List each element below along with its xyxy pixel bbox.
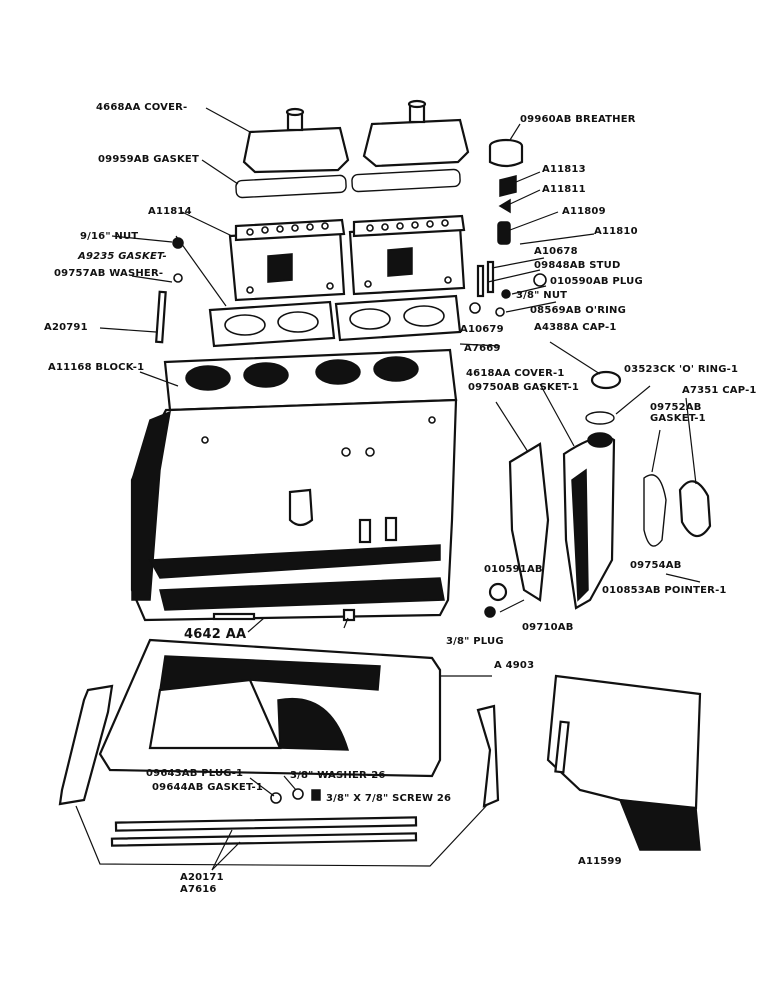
valve-cover-left — [242, 107, 350, 174]
breather-cap — [488, 138, 524, 168]
label-a11810: A11810 — [594, 226, 638, 237]
label-plug-38: 3/8" PLUG — [446, 636, 504, 647]
label-nut-916: 9/16" NUT — [80, 231, 139, 242]
cap-a7351 — [678, 480, 712, 538]
valve-cover-right — [362, 99, 470, 168]
label-a20171: A20171 — [180, 872, 224, 883]
label-a4903: A 4903 — [494, 660, 535, 671]
label-cap-a4388: A4388A CAP-1 — [534, 322, 617, 333]
label-gasket-09752: 09752AB GASKET-1 — [650, 402, 706, 424]
label-plug-010590: 010590AB PLUG — [550, 276, 643, 287]
label-a4642: 4642 AA — [184, 627, 247, 642]
oring-03523 — [585, 411, 615, 425]
label-a11814: A11814 — [148, 206, 192, 217]
cylinder-head-right — [348, 214, 466, 296]
label-washer-09757: 09757AB WASHER- — [54, 268, 164, 279]
label-a10591: 010591AB — [484, 564, 543, 575]
label-gasket-a9235: A9235 GASKET- — [78, 251, 167, 262]
label-breather: 09960AB BREATHER — [520, 114, 636, 125]
gasket-a20171 — [114, 816, 418, 832]
label-cover-4618: 4618AA COVER-1 — [466, 368, 565, 379]
gasket-09752 — [643, 474, 667, 547]
gasket-side-right — [476, 704, 500, 808]
washer-09757 — [173, 273, 183, 283]
cylinder-head-left — [228, 218, 346, 302]
part-a10679 — [469, 302, 481, 314]
gasket-side-left — [58, 684, 114, 806]
label-a7616: A7616 — [180, 884, 217, 895]
label-pointer-010853: 010853AB POINTER-1 — [602, 585, 727, 596]
label-a7669: A7669 — [464, 343, 501, 354]
label-block-a11168: A11168 BLOCK-1 — [48, 362, 145, 373]
part-4642-dipstick — [212, 612, 256, 621]
plug-09710 — [484, 606, 496, 618]
label-a10679: A10679 — [460, 324, 504, 335]
label-a20791: A20791 — [44, 322, 88, 333]
label-nut-38: 3/8" NUT — [516, 290, 568, 301]
bracket-a11599 — [546, 674, 702, 851]
label-gasket-09959: 09959AB GASKET — [98, 154, 199, 165]
label-a09710: 09710AB — [522, 622, 574, 633]
label-washer-38: 3/8" WASHER-26 — [290, 770, 386, 781]
engine-block — [130, 348, 458, 622]
label-a11813: A11813 — [542, 164, 586, 175]
cover-gasket-right — [351, 168, 461, 193]
label-a11811: A11811 — [542, 184, 586, 195]
label-cover-4668: 4668AA COVER- — [96, 102, 188, 113]
part-a11809 — [497, 221, 511, 245]
leader-lines — [75, 107, 701, 871]
head-gasket-left — [208, 300, 336, 348]
label-a11809: A11809 — [562, 206, 606, 217]
label-cap-a7351: A7351 CAP-1 — [682, 385, 757, 396]
label-a11599: A11599 — [578, 856, 622, 867]
plug-010590 — [533, 273, 547, 287]
rod-a20791 — [155, 290, 167, 344]
nut-38 — [501, 289, 511, 299]
oil-pan — [98, 638, 442, 778]
part-4642-cap — [342, 608, 356, 622]
cover-4618 — [562, 432, 616, 610]
screw-38 — [311, 789, 321, 801]
label-stud-09848: 09848AB STUD — [534, 260, 621, 271]
label-oring-08569: 08569AB O'RING — [530, 305, 626, 316]
cover-gasket-left — [235, 174, 347, 199]
label-screw-38: 3/8" X 7/8" SCREW 26 — [326, 793, 452, 804]
plug-010591 — [488, 582, 508, 602]
stud-a10678 — [486, 260, 495, 294]
part-a11813 — [499, 175, 517, 197]
cap-a4388 — [590, 370, 622, 390]
head-gasket-right — [334, 294, 462, 342]
label-gasket-09644: 09644AB GASKET-1 — [152, 782, 264, 793]
label-a09754: 09754AB — [630, 560, 682, 571]
gasket-09750 — [508, 442, 550, 602]
gasket-a7616 — [110, 832, 418, 847]
washer-38 — [292, 788, 304, 800]
label-gasket-09750-a: 09750AB GASKET-1 — [468, 382, 580, 393]
label-plug-09643: 09643AB PLUG-1 — [146, 768, 244, 779]
stud-09848 — [476, 264, 485, 298]
label-oring-03523: 03523CK 'O' RING-1 — [624, 364, 739, 375]
part-a11811 — [498, 198, 511, 214]
label-a10678: A10678 — [534, 246, 578, 257]
oring-08569 — [495, 307, 505, 317]
